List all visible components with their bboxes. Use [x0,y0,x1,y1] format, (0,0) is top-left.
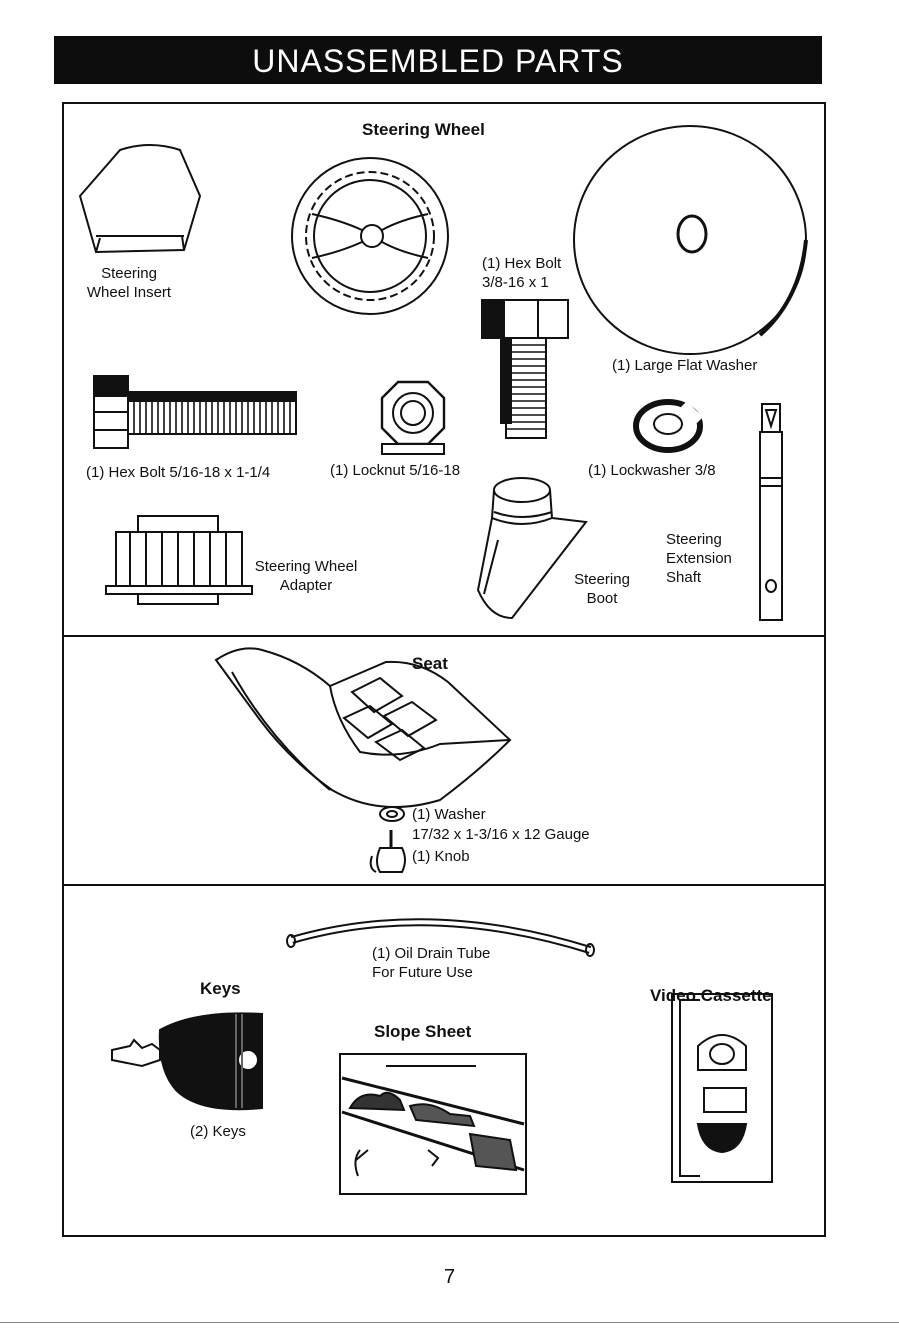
washer-size-label: 17/32 x 1-3/16 x 12 Gauge [412,826,590,843]
hex-bolt-large-line-2: 3/8-16 x 1 [482,274,549,291]
hex-bolt-large-label: (1) Hex Bolt 3/8-16 x 1 [482,254,561,292]
hex-bolt-large-line-1: (1) Hex Bolt [482,255,562,272]
seat-drawing [214,647,512,809]
steering-wheel-insert-line-1: Steering [101,265,157,282]
oil-drain-tube-label: (1) Oil Drain Tube For Future Use [372,944,490,982]
large-flat-washer-drawing [573,125,808,355]
small-washer-drawing [379,806,405,822]
locknut-drawing [380,380,446,455]
oil-tube-line-2: For Future Use [372,964,473,981]
keys-title: Keys [200,979,241,998]
adapter-line-2: Adapter [279,577,333,594]
steering-boot-label: Steering Boot [566,570,638,608]
steering-extension-shaft-label: Steering Extension Shaft [666,530,732,587]
large-flat-washer-label: (1) Large Flat Washer [612,357,758,374]
page-number: 7 [443,1266,456,1288]
video-cassette-drawing [671,993,773,1183]
locknut-label: (1) Locknut 5/16-18 [330,462,461,479]
steering-wheel-drawing [291,157,449,315]
shaft-line-1: Steering [666,531,722,548]
steering-wheel-title: Steering Wheel [362,120,485,139]
video-cassette-title: Video Cassette [650,986,772,1005]
hex-bolt-small-label: (1) Hex Bolt 5/16-18 x 1-1/4 [86,464,271,481]
hex-bolt-large-drawing [481,299,569,439]
parts-frame [62,102,826,1237]
shaft-line-2: Extension [666,550,732,567]
steering-wheel-insert-line-2: Wheel Insert [86,284,172,301]
seat-title: Seat [412,654,448,673]
hex-bolt-small-drawing [93,375,297,449]
lockwasher-drawing [633,399,703,453]
section-divider-2 [62,884,826,886]
steering-wheel-insert-label: Steering Wheel Insert [84,264,174,302]
steering-wheel-insert-drawing [78,144,202,254]
slope-sheet-drawing [339,1053,527,1195]
adapter-line-1: Steering Wheel [254,558,358,575]
bottom-rule [0,1322,899,1323]
steering-boot-drawing [476,477,588,620]
knob-drawing [369,830,406,873]
washer-label: (1) Washer [412,806,486,823]
boot-line-2: Boot [586,590,618,607]
lockwasher-label: (1) Lockwasher 3/8 [588,462,716,479]
slope-sheet-title: Slope Sheet [374,1022,472,1041]
oil-tube-line-1: (1) Oil Drain Tube [372,945,491,962]
boot-line-1: Steering [574,571,630,588]
keys-count-label: (2) Keys [190,1123,246,1140]
steering-extension-shaft-drawing [759,403,783,621]
section-divider-1 [62,635,826,637]
keys-drawing [111,1012,263,1111]
oil-drain-tube-drawing [286,918,595,957]
steering-wheel-adapter-label: Steering Wheel Adapter [244,557,368,595]
shaft-line-3: Shaft [666,569,702,586]
page-banner: UNASSEMBLED PARTS [54,36,822,84]
knob-label: (1) Knob [412,848,470,865]
steering-wheel-adapter-drawing [105,515,253,605]
